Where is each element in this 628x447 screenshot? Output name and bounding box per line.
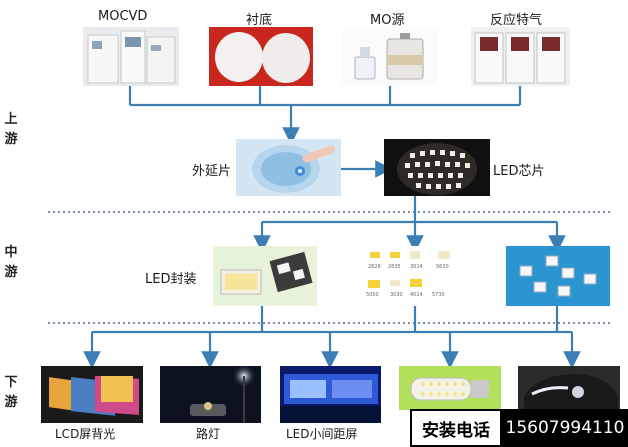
car-headlight-image (518, 366, 620, 410)
led-small-pitch-image (280, 366, 381, 423)
label-led-small-pitch: LED小间距屏 (286, 427, 358, 441)
contact-banner: 安装电话 15607994110 (410, 409, 628, 447)
banner-phone[interactable]: 15607994110 (502, 409, 628, 447)
mocvd-machine-image (83, 27, 179, 86)
stage-downstream-char-1: 下 (4, 375, 18, 390)
stage-downstream: 下 游 (3, 373, 19, 413)
street-light-image (160, 366, 261, 423)
package-type-code: 2828 (368, 264, 381, 270)
label-reaction-gas: 反应特气 (490, 13, 543, 28)
label-mo-source: MO源 (370, 13, 405, 28)
led-package-image (213, 246, 317, 306)
package-type-code: 3030 (390, 292, 403, 298)
package-types-graphic: 2828 2835 3014 5630 5050 3030 4014 5730 (366, 251, 450, 298)
lcd-backlight-image (41, 366, 143, 423)
label-substrate: 衬底 (246, 13, 273, 28)
label-epitaxial-wafer: 外延片 (192, 164, 232, 179)
package-type-code: 5050 (366, 292, 379, 298)
reaction-gas-image (471, 27, 570, 86)
package-type-code: 5630 (436, 264, 449, 270)
stage-midstream: 中 游 (3, 243, 19, 283)
stage-downstream-char-2: 游 (4, 395, 18, 410)
package-type-code: 5730 (432, 292, 445, 298)
stage-midstream-char-1: 中 (4, 245, 18, 260)
epitaxial-wafer-image (236, 139, 341, 196)
banner-label: 安装电话 (410, 409, 502, 447)
led-bulb-image (399, 366, 501, 410)
label-led-package: LED封装 (145, 272, 197, 287)
stage-upstream-char-2: 游 (4, 132, 18, 147)
package-type-code: 4014 (410, 292, 423, 298)
substrate-wafer-image (209, 27, 313, 86)
label-mocvd: MOCVD (98, 9, 148, 24)
mo-source-image (342, 27, 438, 86)
smd-led-image (506, 246, 610, 306)
label-lcd-backlight: LCD屏背光 (55, 427, 116, 441)
package-type-code: 2835 (388, 264, 401, 270)
package-type-code: 3014 (410, 264, 423, 270)
stage-upstream-char-1: 上 (4, 112, 18, 127)
led-chip-image (384, 139, 490, 196)
label-street-light: 路灯 (196, 427, 221, 441)
stage-upstream: 上 游 (3, 110, 19, 150)
stage-midstream-char-2: 游 (4, 265, 18, 280)
package-types-image: 2828 2835 3014 5630 5050 3030 4014 5730 (340, 246, 482, 306)
label-led-chip: LED芯片 (493, 164, 545, 179)
